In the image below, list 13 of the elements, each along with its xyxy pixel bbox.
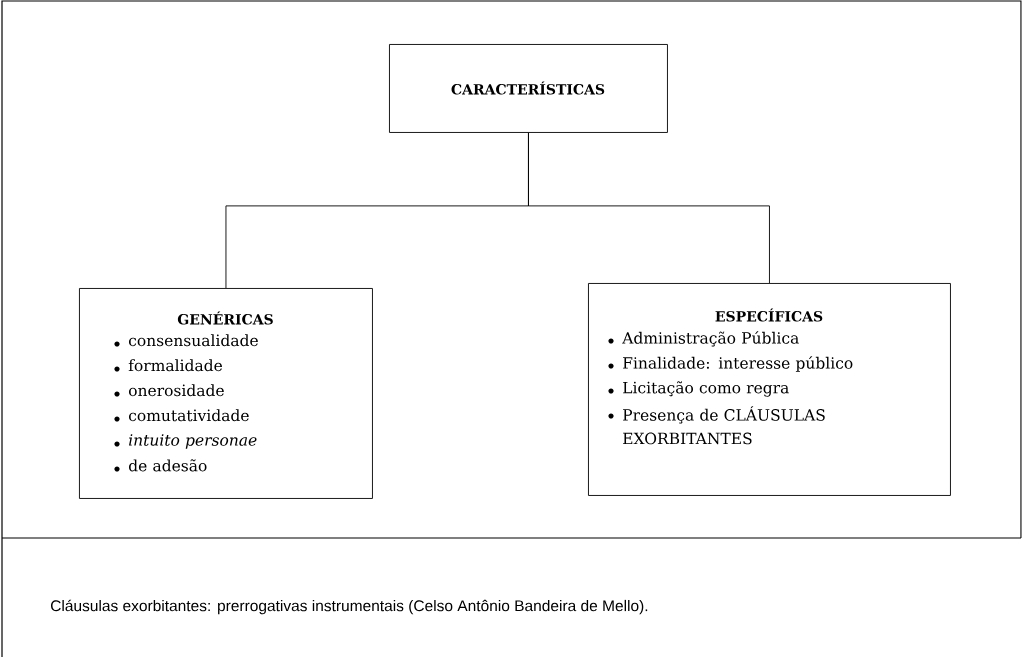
list-item: comutatividade	[128, 409, 249, 422]
caption: Cláusulas exorbitantes: prerrogativas instrumentais (Celso Antônio Bandeira de Mello).	[51, 599, 648, 615]
connector-line	[528, 132, 770, 284]
list-item: de adesão	[128, 459, 207, 472]
text-box: CARACTERÍSTICAS	[389, 44, 668, 133]
list-item: formalidade	[128, 359, 222, 372]
list-item: Licitação como regra	[623, 381, 789, 397]
list-item: Presença de CLÁUSULAS EXORBITANTES	[623, 406, 825, 445]
list-item: Finalidade: interesse público	[623, 356, 853, 372]
list-item: consensualidade	[128, 334, 258, 347]
list-item: onerosidade	[128, 384, 224, 397]
list-item: Administração Pública	[622, 331, 799, 347]
list-item: intuito personae	[129, 434, 257, 449]
